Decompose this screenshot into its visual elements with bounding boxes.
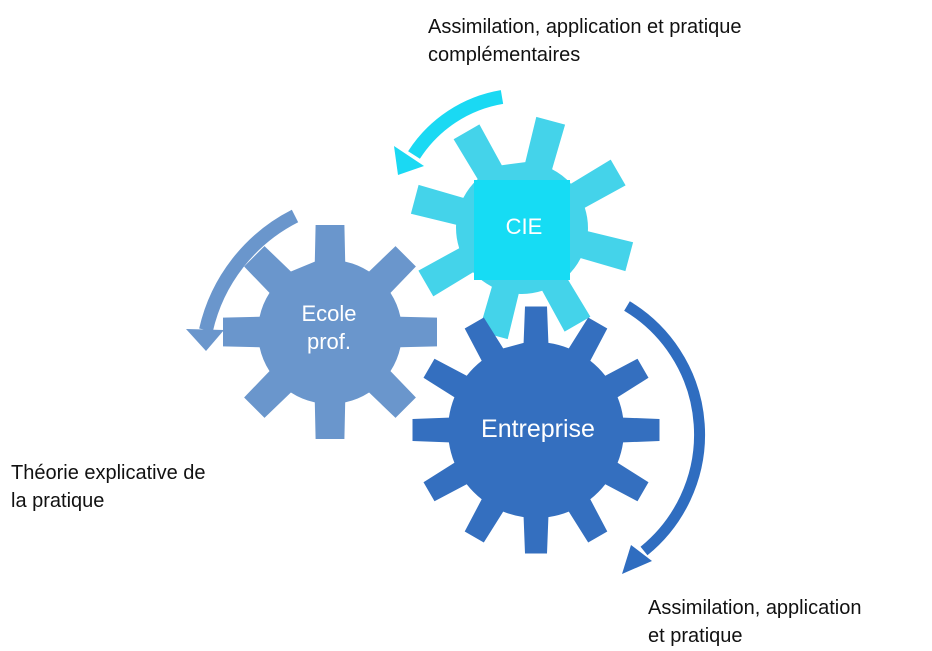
ecole-arrow-head	[186, 329, 224, 351]
entreprise-arrow-head	[622, 545, 652, 574]
ecole-gear: Ecole prof.	[223, 225, 437, 439]
cie-caption-line2: complémentaires	[428, 44, 581, 66]
ecole-caption: Théorie explicative de la pratique	[11, 459, 206, 515]
cie-gear-label: CIE	[506, 214, 543, 239]
cie-caption-line1: Assimilation, application et pratique	[428, 16, 742, 38]
ecole-gear-shape	[223, 225, 437, 439]
entreprise-gear: Entreprise	[412, 306, 660, 554]
ecole-caption-line1: Théorie explicative de	[11, 462, 206, 484]
cie-gear: CIE	[410, 116, 634, 340]
entreprise-caption-line2: et pratique	[648, 625, 743, 647]
cie-caption: Assimilation, application et pratique co…	[428, 13, 742, 69]
cie-gear-highlight	[474, 180, 570, 280]
ecole-gear-label-line2: prof.	[307, 329, 351, 354]
ecole-caption-line2: la pratique	[11, 490, 105, 512]
cie-arrow-shaft	[408, 90, 504, 159]
entreprise-curved-arrow	[622, 301, 705, 574]
entreprise-caption: Assimilation, application et pratique	[648, 594, 861, 650]
ecole-gear-label: Ecole	[301, 301, 356, 326]
cie-curved-arrow	[394, 90, 504, 175]
cie-arrow-head	[394, 146, 424, 175]
entreprise-gear-shape	[412, 306, 660, 554]
entreprise-caption-line1: Assimilation, application	[648, 597, 862, 619]
entreprise-gear-label: Entreprise	[481, 415, 595, 443]
entreprise-arrow-shaft	[624, 301, 705, 556]
ecole-arrow-shaft	[199, 209, 299, 332]
ecole-curved-arrow	[186, 209, 299, 351]
